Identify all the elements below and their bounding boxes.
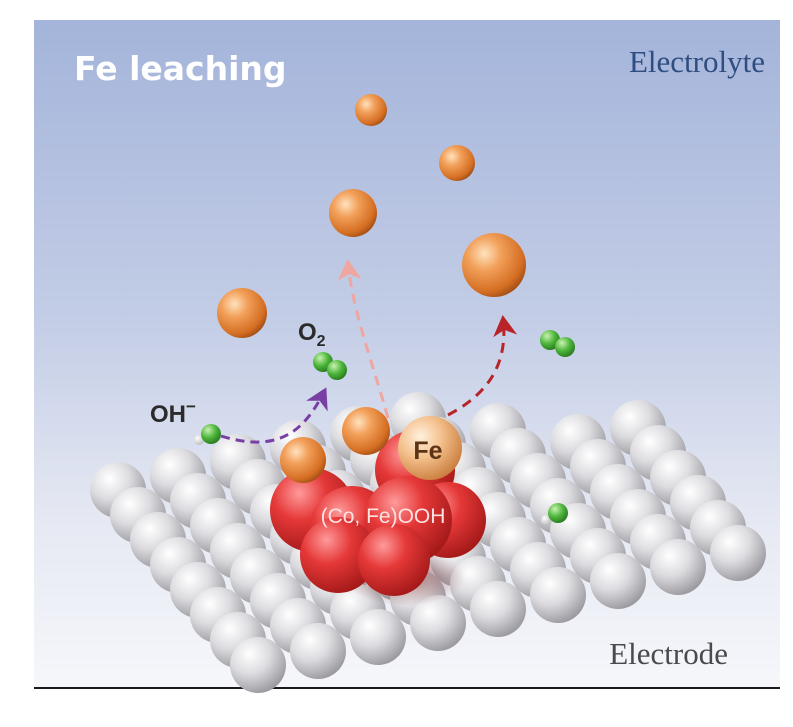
o2-molecule (540, 330, 575, 357)
oxygen-atom (540, 330, 560, 350)
electrode-atom (530, 567, 586, 623)
fe-leaching-arrow-red (447, 315, 518, 417)
oh-label: OH− (150, 397, 196, 428)
o2-text: O (298, 319, 317, 346)
electrode-label: Electrode (609, 636, 728, 671)
o2-subscript: 2 (317, 333, 326, 350)
leached-fe-atom (439, 145, 475, 181)
electrode-atom (710, 525, 766, 581)
o2-label: O2 (298, 319, 326, 350)
leached-fe-atom (217, 288, 267, 338)
leached-fe-atom (329, 189, 377, 237)
oxide-atom (300, 517, 376, 593)
o2-molecule (313, 352, 347, 380)
figure-title: Fe leaching (74, 49, 287, 88)
electrode-atom (230, 637, 286, 693)
surface-fe-atom (280, 437, 326, 483)
electrode-atom (410, 595, 466, 651)
hydroxide-ion (194, 424, 221, 445)
fe-leaching-arrow-pink (337, 259, 390, 419)
leached-fe-atom (462, 233, 526, 297)
oh-text: OH (150, 401, 186, 428)
oxide-atom (358, 524, 430, 596)
electrode-atom (290, 623, 346, 679)
electrode-atom (650, 539, 706, 595)
oxygen-atom (548, 503, 568, 523)
oxygen-atom (555, 337, 575, 357)
electrolyte-label: Electrolyte (629, 44, 765, 79)
cluster-label: (Co, Fe)OOH (321, 505, 446, 528)
electrode-atom (590, 553, 646, 609)
adsorbed-oh (541, 503, 568, 525)
leached-fe-atom (355, 94, 387, 126)
hydrogen-atom (194, 435, 204, 445)
oh-superscript: − (186, 397, 196, 416)
oxygen-atom (327, 360, 347, 380)
oxygen-atom (201, 424, 221, 444)
fe-atom-highlight (398, 416, 462, 480)
electrode-atom (470, 581, 526, 637)
hydrogen-atom (541, 515, 551, 525)
fe-label: Fe (413, 437, 442, 465)
oh-to-o2-arrow (220, 387, 328, 444)
surface-fe-atom (342, 407, 390, 455)
electrode-atom (350, 609, 406, 665)
